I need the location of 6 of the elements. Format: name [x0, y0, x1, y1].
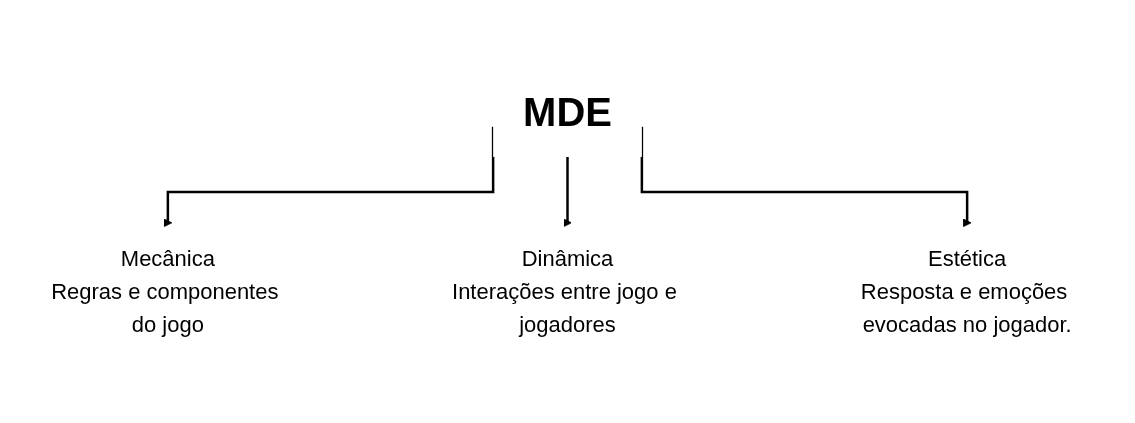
arrow — [563, 157, 572, 228]
arrow — [640, 126, 972, 228]
node-text: Mecânica Regras e componentes do jogo — [51, 245, 279, 337]
arrow — [163, 126, 495, 228]
node-text: Dinâmica Interações entre jogo e jogadores — [452, 245, 677, 337]
node-text: Estética Resposta e emoções evocadas no jogador. — [860, 245, 1072, 337]
